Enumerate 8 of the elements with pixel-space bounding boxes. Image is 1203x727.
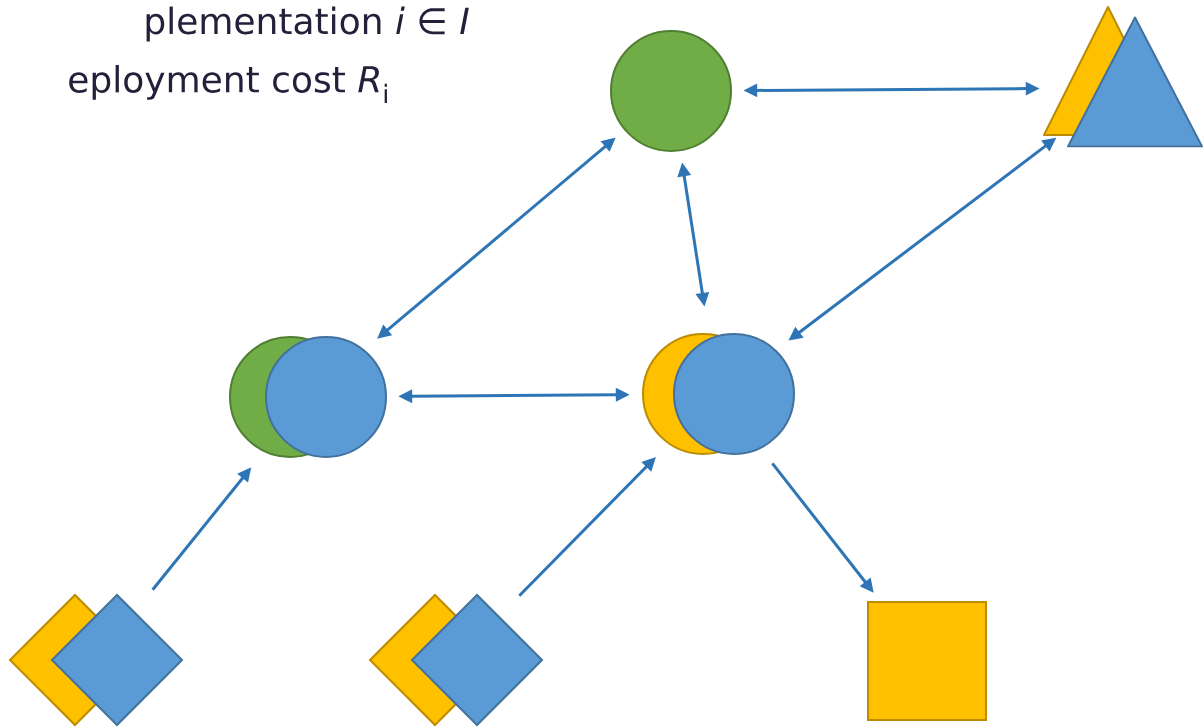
overlapping-circles [229, 336, 387, 458]
caption-text: plementation i ∈ I [146, 6, 469, 42]
square [867, 601, 987, 721]
arrow [518, 457, 656, 597]
overlapping-circles [642, 333, 795, 455]
caption-text: eployment cost R$_{i}$ [69, 65, 387, 103]
single-circle [610, 30, 732, 152]
overlapping-triangles [1043, 6, 1203, 148]
